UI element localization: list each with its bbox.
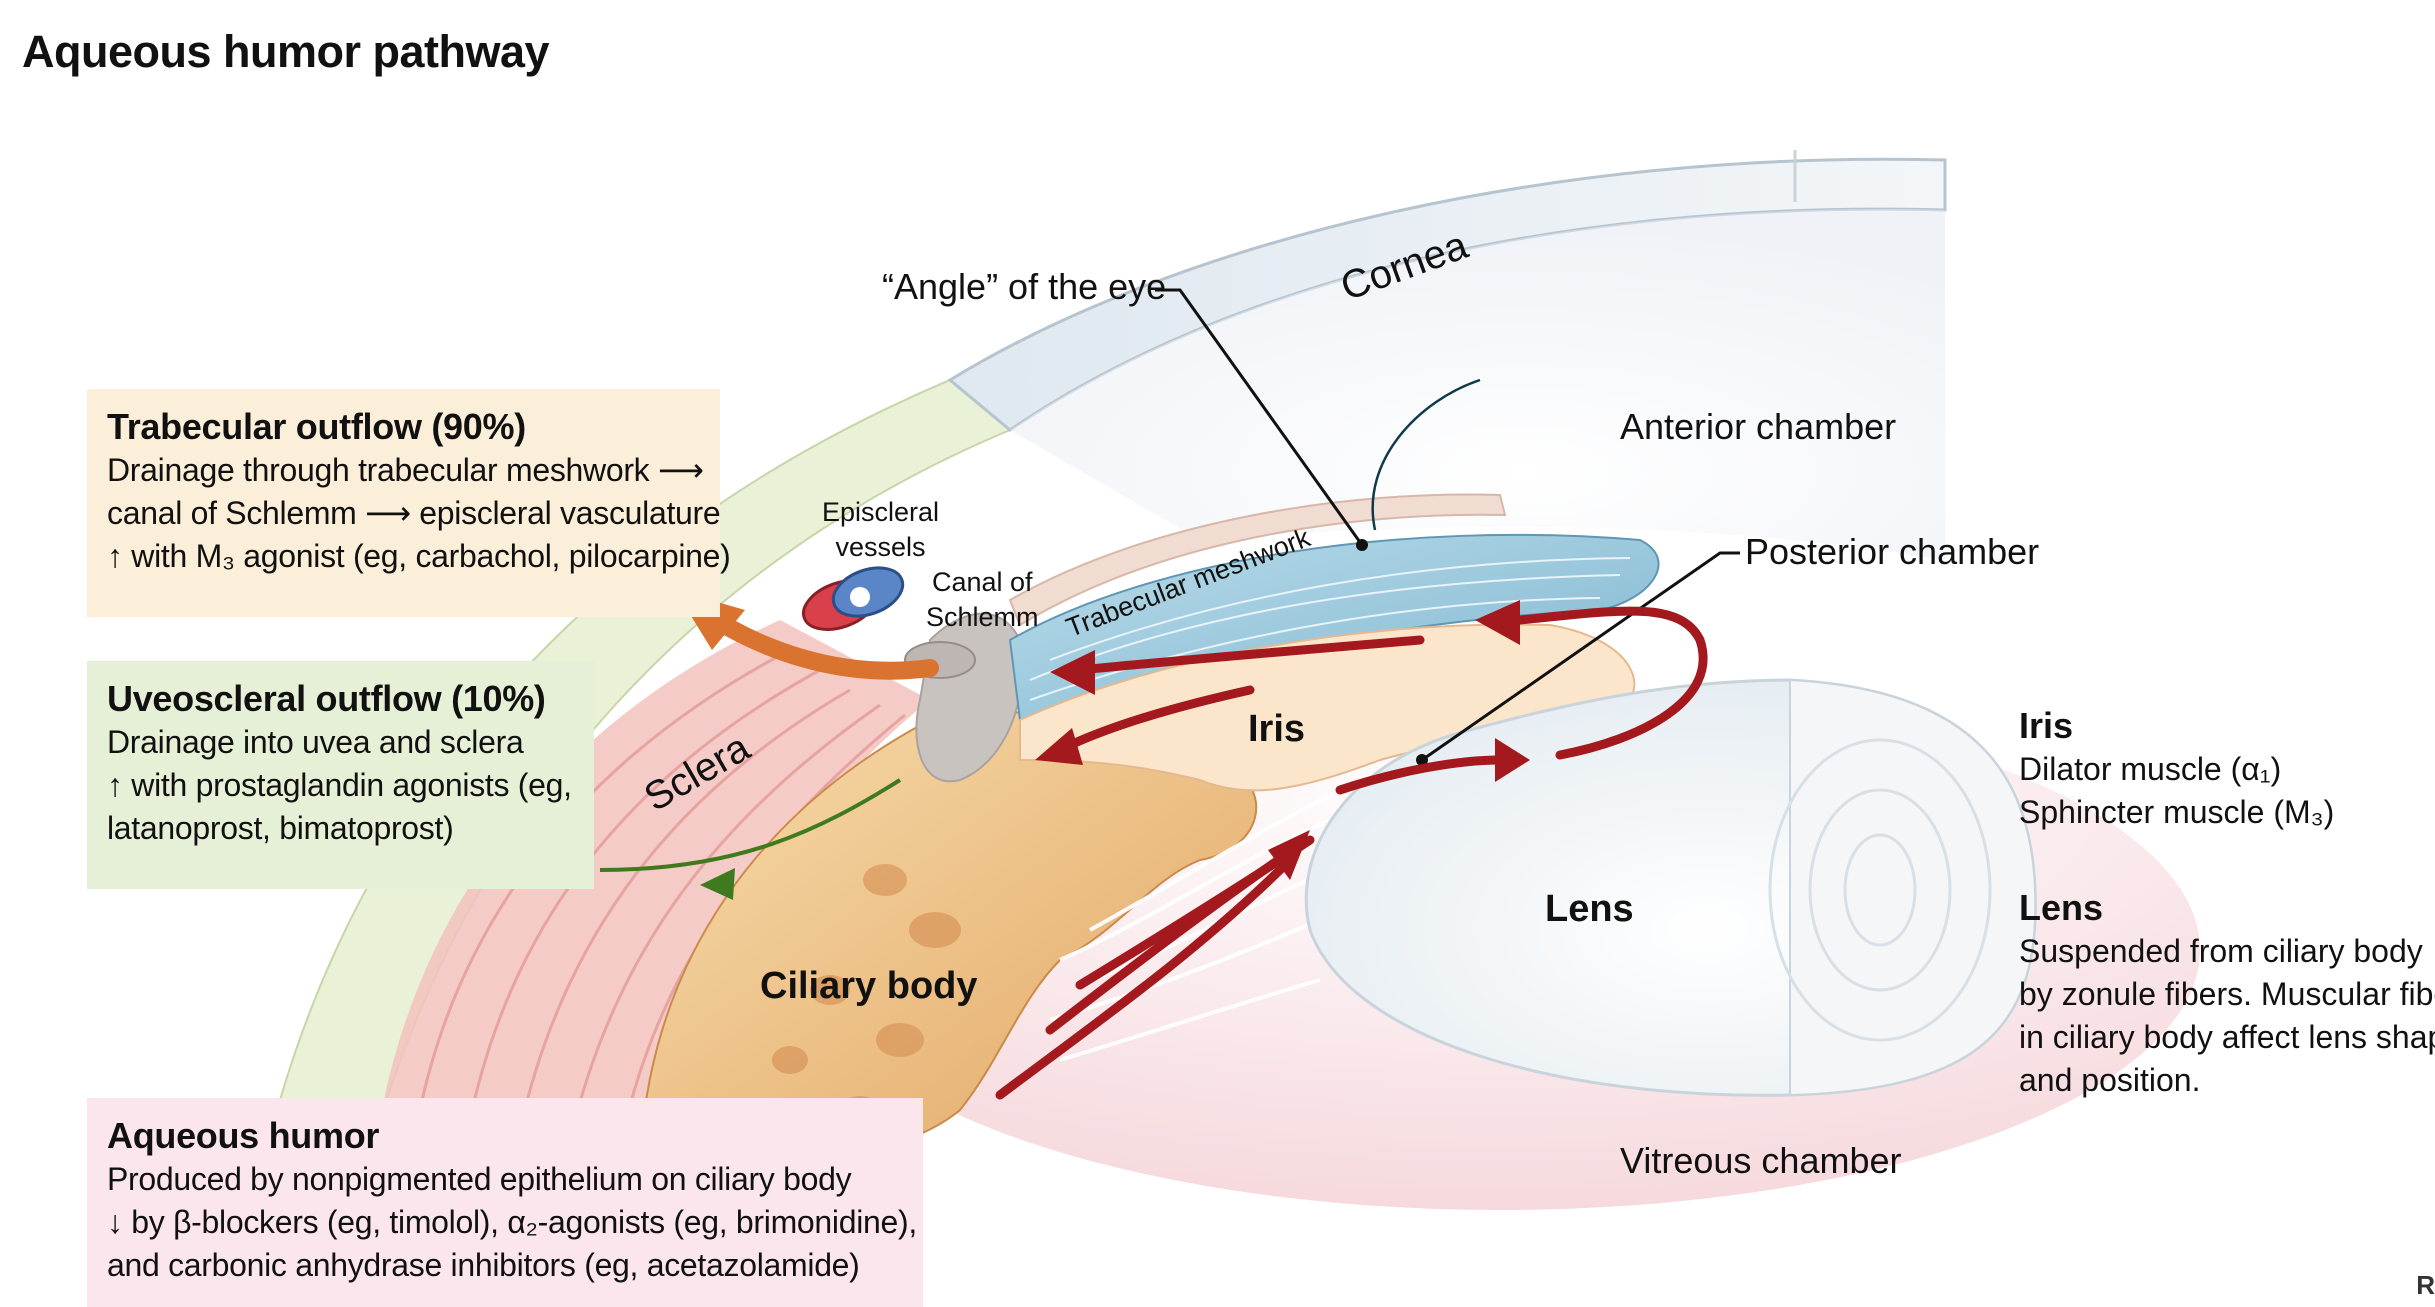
trabecular-outflow-box: Trabecular outflow (90%) Drainage throug… <box>87 389 720 617</box>
iris-note: Iris Dilator muscle (α₁) Sphincter muscl… <box>2019 704 2334 834</box>
uveoscleral-outflow-line: ↑ with prostaglandin agonists (eg, <box>107 764 574 807</box>
ciliary-body-label: Ciliary body <box>760 965 978 1008</box>
episcleral-vessels-label-line: Episcleral <box>822 495 939 530</box>
trabecular-outflow-heading: Trabecular outflow (90%) <box>107 405 700 449</box>
canal-of-schlemm-label: Canal of Schlemm <box>926 565 1039 635</box>
episcleral-vessels-label: Episcleral vessels <box>822 495 939 565</box>
uveoscleral-outflow-line: Drainage into uvea and sclera <box>107 721 574 764</box>
canal-of-schlemm-label-line: Canal of <box>926 565 1039 600</box>
vitreous-chamber-label: Vitreous chamber <box>1620 1140 1901 1182</box>
trabecular-outflow-line: Drainage through trabecular meshwork ⟶ <box>107 449 700 492</box>
episcleral-vessels-shape <box>797 559 910 639</box>
trabecular-outflow-line: ↑ with M₃ agonist (eg, carbachol, piloca… <box>107 535 700 578</box>
diagram-title: Aqueous humor pathway <box>22 26 549 78</box>
iris-note-line: Dilator muscle (α₁) <box>2019 748 2334 791</box>
lens-label: Lens <box>1545 888 1634 931</box>
angle-dot <box>1356 539 1368 551</box>
uveoscleral-outflow-line: latanoprost, bimatoprost) <box>107 807 574 850</box>
uveoscleral-outflow-box: Uveoscleral outflow (10%) Drainage into … <box>87 661 594 889</box>
uveoscleral-outflow-heading: Uveoscleral outflow (10%) <box>107 677 574 721</box>
lens-note-heading: Lens <box>2019 886 2435 930</box>
aqueous-humor-line: and carbonic anhydrase inhibitors (eg, a… <box>107 1244 903 1287</box>
trabecular-outflow-line: canal of Schlemm ⟶ episcleral vasculatur… <box>107 492 700 535</box>
episcleral-vessels-label-line: vessels <box>822 530 939 565</box>
iris-note-heading: Iris <box>2019 704 2334 748</box>
lens-note-line: Suspended from ciliary body <box>2019 930 2435 973</box>
lens-note-line: by zonule fibers. Muscular fibers <box>2019 973 2435 1016</box>
angle-of-eye-label: “Angle” of the eye <box>882 266 1166 308</box>
aqueous-humor-line: Produced by nonpigmented epithelium on c… <box>107 1158 903 1201</box>
corner-mark: R <box>2416 1270 2435 1301</box>
lens-note: Lens Suspended from ciliary body by zonu… <box>2019 886 2435 1102</box>
lens-note-line: and position. <box>2019 1059 2435 1102</box>
posterior-chamber-label: Posterior chamber <box>1745 531 2039 573</box>
iris-label: Iris <box>1248 708 1305 751</box>
aqueous-humor-heading: Aqueous humor <box>107 1114 903 1158</box>
aqueous-humor-box: Aqueous humor Produced by nonpigmented e… <box>87 1098 923 1307</box>
anterior-chamber-label: Anterior chamber <box>1620 406 1896 448</box>
iris-note-line: Sphincter muscle (M₃) <box>2019 791 2334 834</box>
lens-note-line: in ciliary body affect lens shape <box>2019 1016 2435 1059</box>
aqueous-humor-line: ↓ by β-blockers (eg, timolol), α₂-agonis… <box>107 1201 903 1244</box>
canal-of-schlemm-label-line: Schlemm <box>926 600 1039 635</box>
